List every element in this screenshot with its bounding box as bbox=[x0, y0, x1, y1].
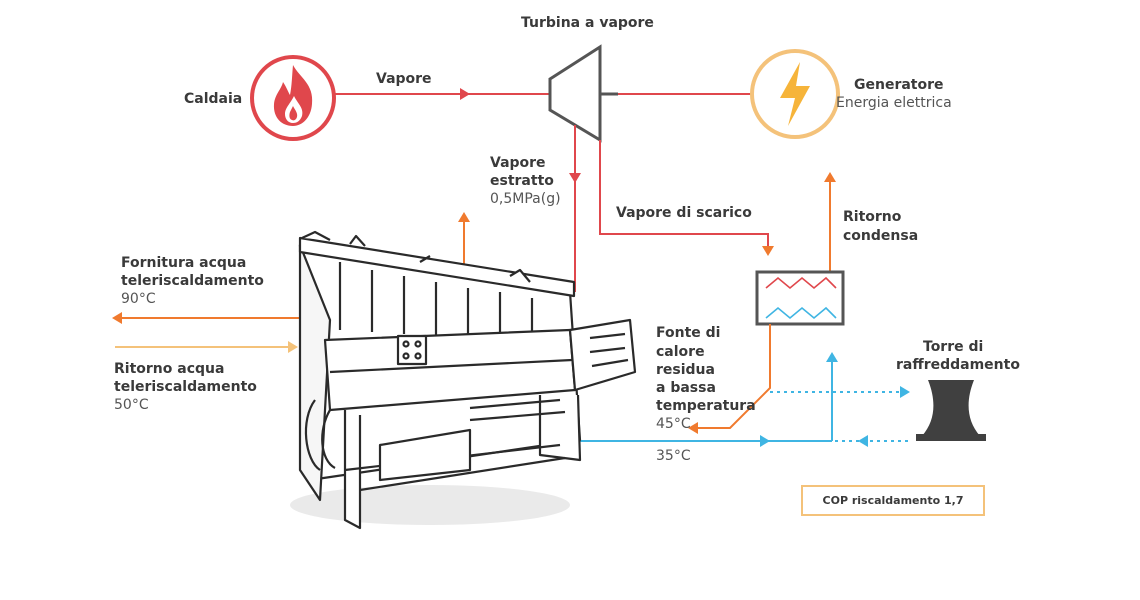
extracted-steam-label-2: estratto bbox=[490, 173, 554, 189]
return-label-1: Ritorno acqua bbox=[114, 361, 225, 377]
flame-icon bbox=[273, 65, 313, 126]
turbine-label: Turbina a vapore bbox=[521, 15, 654, 31]
condensate-return-label-1: Ritorno bbox=[843, 209, 902, 225]
supply-label-2: teleriscaldamento bbox=[121, 273, 264, 289]
lightning-icon bbox=[780, 62, 810, 126]
cooling-tower-icon bbox=[916, 380, 986, 441]
supply-label-1: Fornitura acqua bbox=[121, 255, 247, 271]
steam-arrow bbox=[460, 88, 470, 100]
condensate-return-label-2: condensa bbox=[843, 228, 919, 244]
temp-35-label: 35°C bbox=[656, 448, 691, 464]
exhaust-steam-label: Vapore di scarico bbox=[616, 205, 752, 221]
generator-icon bbox=[750, 49, 840, 139]
supply-temp-label: 90°C bbox=[121, 291, 156, 307]
temp-45-label: 45°C bbox=[656, 416, 691, 432]
generator-label: Generatore bbox=[854, 77, 944, 93]
return-temp-label: 50°C bbox=[114, 397, 149, 413]
cooling-tower-label-2: raffreddamento bbox=[896, 357, 1020, 373]
extracted-pressure-label: 0,5MPa(g) bbox=[490, 191, 561, 207]
electric-energy-label: Energia elettrica bbox=[836, 95, 952, 111]
steam-label: Vapore bbox=[376, 71, 432, 87]
return-label-2: teleriscaldamento bbox=[114, 379, 257, 395]
heat-pump-machine bbox=[290, 230, 637, 530]
waste-heat-label-4: a bassa bbox=[656, 380, 716, 396]
waste-heat-line bbox=[690, 324, 771, 429]
cop-box: COP riscaldamento 1,7 bbox=[801, 485, 985, 516]
cooling-tower-label-1: Torre di bbox=[923, 339, 984, 355]
boiler-label: Caldaia bbox=[184, 91, 243, 107]
extracted-steam-label-1: Vapore bbox=[490, 155, 546, 171]
boiler-icon bbox=[250, 55, 336, 141]
waste-heat-label-1: Fonte di bbox=[656, 325, 721, 341]
waste-heat-label-3: residua bbox=[656, 362, 715, 378]
exhaust-steam-line bbox=[599, 140, 769, 250]
waste-heat-label-2: calore bbox=[656, 344, 705, 360]
heat-exchanger-icon bbox=[755, 270, 845, 326]
waste-heat-label-5: temperatura bbox=[656, 398, 756, 414]
